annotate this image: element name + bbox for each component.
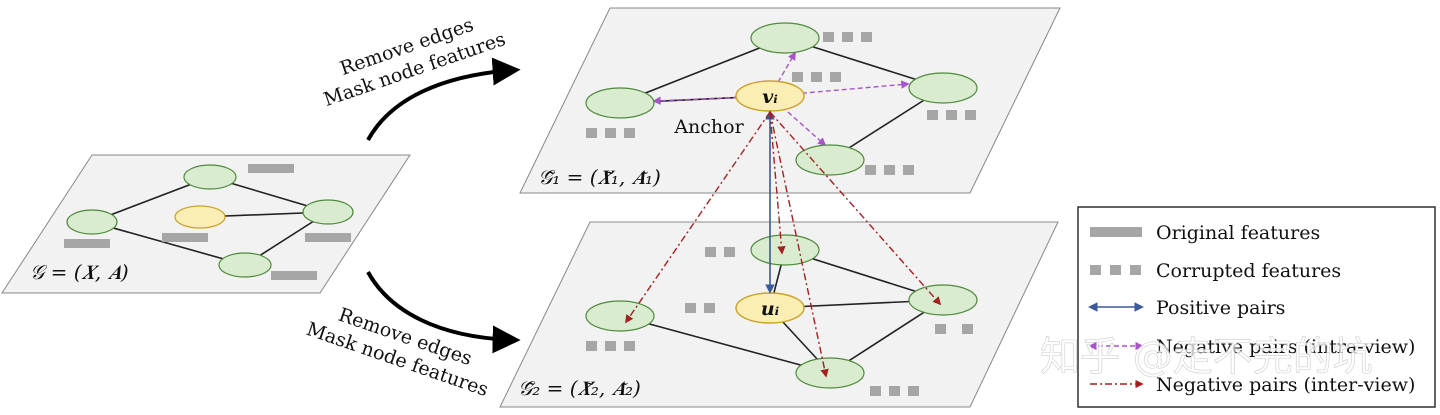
legend-swatch-corrupted — [1090, 265, 1141, 275]
legend-label-corrupted: Corrupted features — [1156, 260, 1341, 282]
view2-graph: 𝒖ᵢ 𝒢̃₂ = (𝑿̃₂, 𝑨̃₂) — [499, 221, 1059, 408]
view1-graph-label: 𝒢̃₁ = (𝑿̃₁, 𝑨̃₁) — [538, 165, 661, 189]
augment-label-top: Remove edges Mask node features — [321, 14, 509, 111]
legend-label-original: Original features — [1156, 222, 1320, 244]
view1-feature-bars — [586, 32, 976, 175]
view2-feature-bars — [586, 247, 973, 396]
legend: Original features Corrupted features Pos… — [1077, 206, 1436, 408]
view2-graph-label: 𝒢̃₂ = (𝑿̃₂, 𝑨̃₂) — [518, 376, 641, 400]
legend-swatch-original — [1090, 227, 1142, 237]
original-graph: 𝒢 = (𝑿, 𝑨) — [1, 154, 411, 294]
view2-node-u-label: 𝒖ᵢ — [761, 298, 780, 320]
view1-node — [750, 22, 820, 54]
inter-view-negatives — [625, 111, 942, 378]
legend-label-positive: Positive pairs — [1156, 297, 1285, 319]
view1-graph: 𝒗ᵢ Anchor 𝒢̃₁ = (𝑿̃₁, 𝑨̃₁) — [519, 7, 1061, 194]
original-node — [66, 209, 118, 235]
view1-node-v-label: 𝒗ᵢ — [762, 86, 778, 108]
original-node — [302, 199, 354, 225]
view2-node — [750, 234, 820, 266]
anchor-label: Anchor — [673, 116, 744, 138]
augment-arrow-bottom — [366, 271, 521, 354]
legend-label-neg-inter: Negative pairs (inter-view) — [1156, 374, 1415, 396]
original-node — [218, 252, 272, 278]
view2-node — [585, 300, 655, 332]
legend-label-neg-intra: Negative pairs (intra-view) — [1156, 336, 1415, 358]
original-graph-label: 𝒢 = (𝑿, 𝑨) — [30, 260, 129, 284]
original-node — [183, 164, 237, 190]
view1-node — [908, 72, 978, 104]
view2-node — [908, 284, 978, 316]
original-anchor-node — [174, 205, 226, 229]
view1-node — [795, 144, 865, 176]
augment-arrow-top — [366, 57, 521, 141]
original-feature-bars — [64, 164, 351, 280]
view1-node — [585, 87, 655, 119]
augment-label-bottom: Remove edges Mask node features — [304, 304, 492, 401]
watermark: 知乎 @走不完的坑 — [1040, 334, 1373, 380]
view2-node — [795, 357, 865, 389]
